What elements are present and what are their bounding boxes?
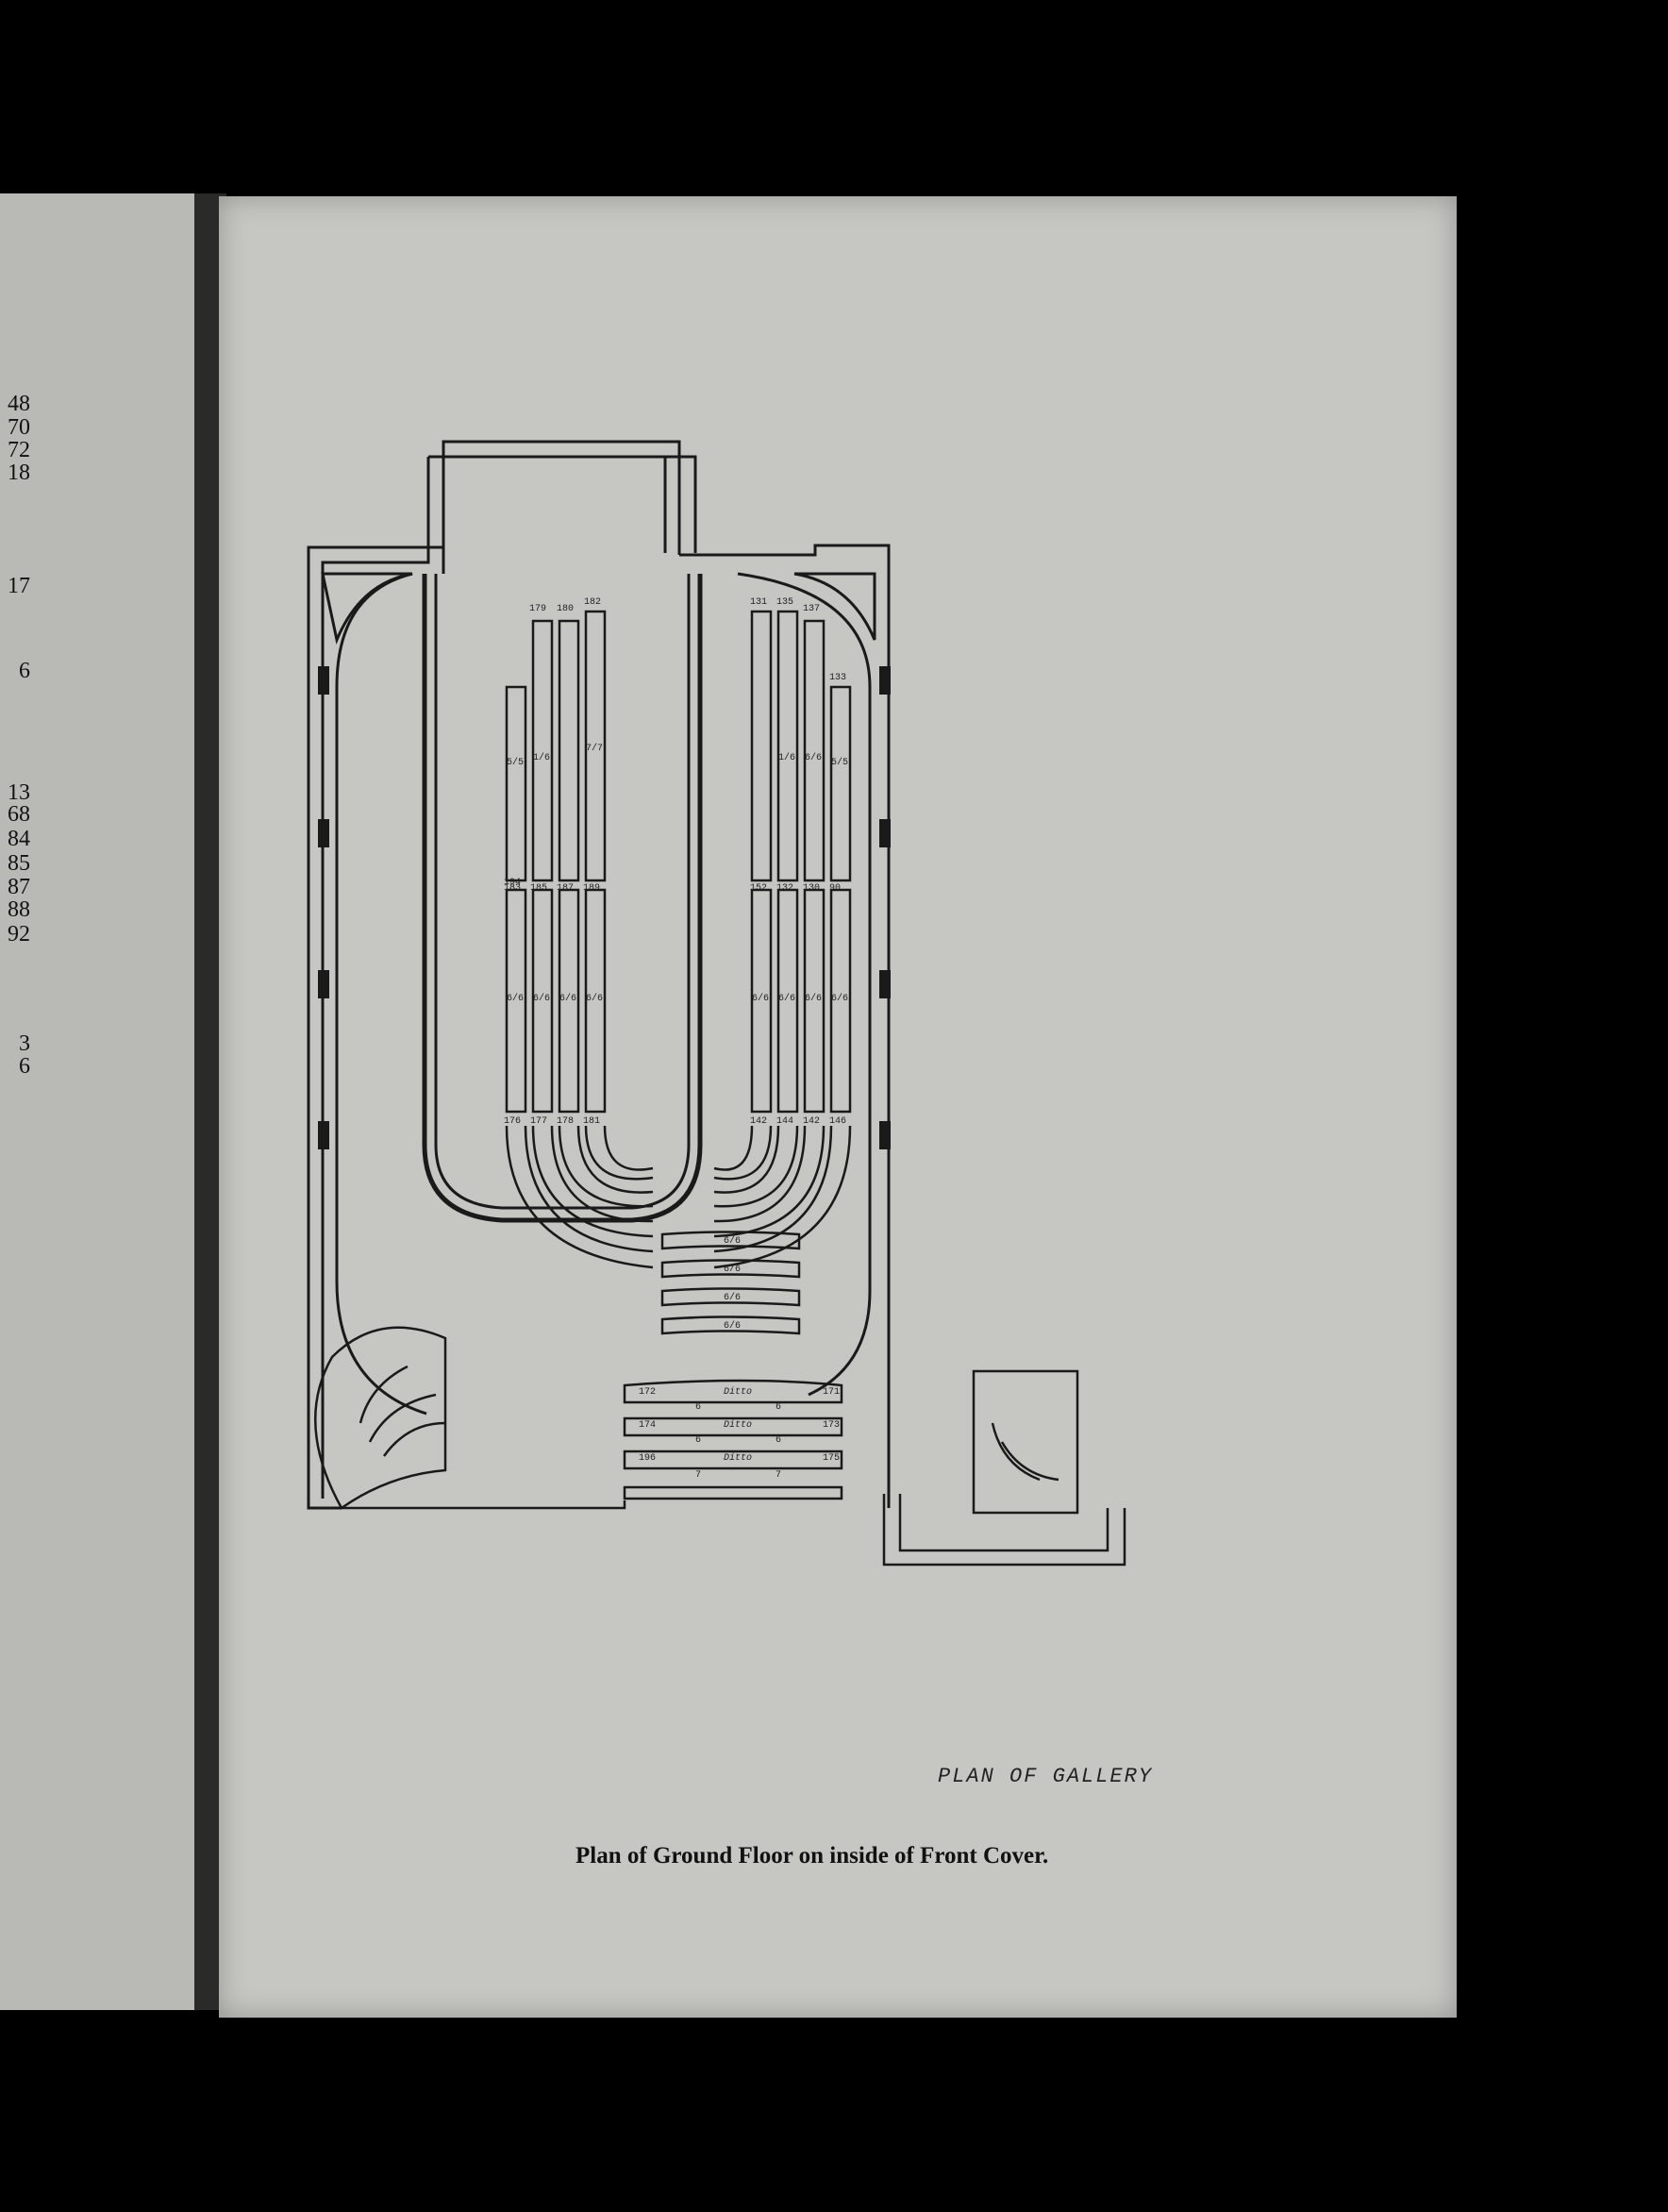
left-page: 48 70 72 18 17 6 13 68 84 85 87 88 92 3 … <box>0 193 209 2010</box>
pew-number: 177 <box>530 1116 548 1127</box>
row-mark: 6 <box>695 1435 702 1446</box>
row-number: 175 <box>823 1453 841 1464</box>
row-number: 196 <box>639 1453 657 1464</box>
row-label: Ditto <box>724 1453 753 1464</box>
pew-number: 182 <box>584 597 602 608</box>
pew-number: 183 <box>504 883 522 894</box>
row-number: 172 <box>639 1387 657 1398</box>
pew-mark: 6/6 <box>831 994 849 1004</box>
pew-mark: 6/6 <box>724 1293 742 1303</box>
corner-triangle <box>793 572 876 641</box>
page-number: 87 <box>8 875 30 899</box>
page-number: 17 <box>8 574 30 598</box>
row-mark: 6 <box>776 1402 782 1413</box>
pew-mark: 7/7 <box>586 744 604 754</box>
pew-number: 142 <box>803 1116 821 1127</box>
pew-number: 189 <box>583 883 601 894</box>
pew-mark: 6/6 <box>778 994 796 1004</box>
pew-mark: 5/5 <box>831 758 849 768</box>
page-number: 68 <box>8 802 30 827</box>
pew-number: 194 <box>504 878 522 888</box>
page-number: 72 <box>8 438 30 462</box>
outer-wall <box>679 544 891 1508</box>
page-number: 92 <box>8 922 30 947</box>
plan-label: PLAN OF GALLERY <box>938 1765 1154 1788</box>
page-caption: Plan of Ground Floor on inside of Front … <box>575 1843 1049 1868</box>
pew-mark: 6/6 <box>507 994 525 1004</box>
row-mark: 7 <box>695 1470 702 1481</box>
pew-number: 130 <box>803 883 821 894</box>
pew-mark: 1/6 <box>533 753 551 763</box>
pew-number: 137 <box>803 604 821 614</box>
gallery-floor-plan <box>307 440 1126 1567</box>
inner-wall <box>737 572 872 1397</box>
page-number: 48 <box>8 392 30 416</box>
page-number: 84 <box>8 827 30 851</box>
row-label: Ditto <box>724 1420 753 1431</box>
row-mark: 6 <box>695 1402 702 1413</box>
row-label: Ditto <box>724 1387 753 1398</box>
pew-mark: 6/6 <box>724 1236 742 1247</box>
page-number: 88 <box>8 897 30 922</box>
gallery-well <box>422 574 703 1223</box>
pew-mark: 6/6 <box>724 1265 742 1275</box>
pew-number: 132 <box>776 883 794 894</box>
pew-mark: 6/6 <box>533 994 551 1004</box>
page-number: 6 <box>19 1054 30 1079</box>
page-number: 6 <box>19 659 30 683</box>
pew-mark: 1/6 <box>778 753 796 763</box>
pew-number: 90 <box>829 883 842 894</box>
pew-number: 180 <box>557 604 575 614</box>
row-mark: 7 <box>776 1470 782 1481</box>
pew-number: 179 <box>529 604 547 614</box>
pew-labels: 179 180 182 183 185 187 189 5/5 1/6 7/7 … <box>219 196 1457 2018</box>
pew-mark: 6/6 <box>724 1321 742 1332</box>
page-number: 70 <box>8 415 30 440</box>
pew-number: 146 <box>829 1116 847 1127</box>
pew-number: 133 <box>829 673 847 683</box>
page-number: 3 <box>19 1031 30 1056</box>
page-number: 13 <box>8 780 30 805</box>
pew-mark: 6/6 <box>805 994 823 1004</box>
gallery-well <box>434 574 691 1210</box>
pew-mark: 6/6 <box>805 753 823 763</box>
pew-mark: 6/6 <box>752 994 770 1004</box>
outer-wall <box>321 457 430 1499</box>
pew-mark: 6/6 <box>586 994 604 1004</box>
pew-number: 185 <box>530 883 548 894</box>
page-number: 85 <box>8 851 30 876</box>
row-number: 174 <box>639 1420 657 1431</box>
page-number: 18 <box>8 461 30 485</box>
pew-number: 187 <box>557 883 575 894</box>
row-mark: 6 <box>776 1435 782 1446</box>
pew-number: 131 <box>750 597 768 608</box>
pew-number: 142 <box>750 1116 768 1127</box>
row-number: 171 <box>823 1387 841 1398</box>
row-number: 173 <box>823 1420 841 1431</box>
pew-number: 144 <box>776 1116 794 1127</box>
pew-number: 176 <box>504 1116 522 1127</box>
right-page: 179 180 182 183 185 187 189 5/5 1/6 7/7 … <box>219 196 1457 2018</box>
pew-number: 178 <box>557 1116 575 1127</box>
pew-number: 181 <box>583 1116 601 1127</box>
pew-number: 135 <box>776 597 794 608</box>
pew-mark: 5/5 <box>507 758 525 768</box>
inner-wall <box>428 455 697 553</box>
pew-number: 152 <box>750 883 768 894</box>
stair-tower <box>313 1326 447 1510</box>
pew-mark: 6/6 <box>559 994 577 1004</box>
